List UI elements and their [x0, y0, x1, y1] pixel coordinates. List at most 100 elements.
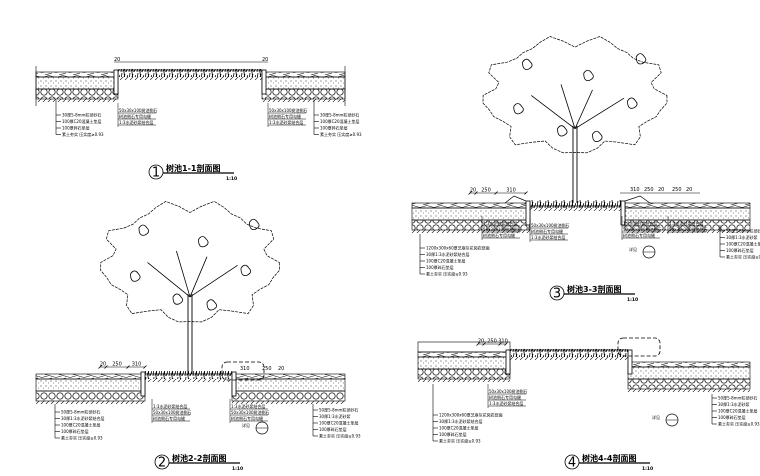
- dimension-tick: [494, 191, 498, 195]
- gravel-layer: [35, 88, 119, 100]
- component-label: 50x30x100树池侧石: [153, 409, 192, 415]
- component-label: 1:3水泥砂浆结合层: [669, 220, 703, 226]
- component-label: 树池侧石专用勾缝: [231, 415, 263, 421]
- dimension-tick: [143, 365, 147, 369]
- material-label: 100厚碎石垫层: [61, 428, 89, 434]
- grass-planting: [530, 200, 625, 208]
- material-label: 素土夯实 压实度≥0.93: [439, 438, 481, 444]
- material-label: 100厚C20混凝土垫层: [62, 118, 102, 124]
- tree-branches: [531, 84, 625, 130]
- material-label: 1200x300x60厚芝麻灰花岗岩烧面: [439, 412, 503, 418]
- component-label: 50x30x100树池侧石: [231, 409, 270, 415]
- section-scale: 1:10: [627, 297, 638, 303]
- gravel-layer: [417, 368, 511, 380]
- tree-trunk: [572, 125, 578, 203]
- tree-trunk: [187, 294, 193, 374]
- soil-hatch: [262, 99, 345, 102]
- concrete-layer: [411, 207, 531, 221]
- component-label: 1:3水泥砂浆结合层: [269, 119, 303, 125]
- paving-layer: [624, 202, 751, 209]
- leaf-cluster: [513, 103, 524, 115]
- component-label: 树池侧石专用勾缝: [153, 415, 185, 421]
- material-label: 100厚C20混凝土垫层: [426, 258, 466, 264]
- material-label: 100厚碎石垫层: [426, 264, 454, 270]
- dimension-value: 250: [644, 187, 654, 193]
- paving-layer: [35, 71, 119, 78]
- section-number-circle: [549, 285, 565, 301]
- component-label: 树池侧石专用勾缝: [531, 228, 563, 234]
- grass-planting: [510, 349, 628, 357]
- component-label: 1:3水泥砂浆结合层: [623, 220, 657, 226]
- soil-hatch: [36, 401, 145, 404]
- dimension-value: 310: [240, 366, 250, 372]
- planting-soil: [145, 379, 232, 382]
- dimension-value: 20: [262, 57, 268, 63]
- gravel-layer: [231, 390, 346, 402]
- leaf-cluster: [557, 125, 568, 137]
- dimension-tick: [498, 342, 502, 346]
- dimension-tick: [468, 191, 472, 195]
- dimension-tick: [476, 342, 480, 346]
- detail-callout-box: [617, 337, 661, 357]
- leaf-cluster: [138, 224, 149, 236]
- material-label: 30厚1:3水泥砂浆: [718, 401, 750, 407]
- section-title: 树池1-1剖面图: [166, 163, 220, 173]
- leaf-cluster: [627, 97, 638, 109]
- dimension-value: 250: [672, 187, 682, 193]
- material-label: 100厚碎石垫层: [718, 414, 746, 420]
- material-label: 100厚碎石垫层: [320, 125, 348, 131]
- paving-layer: [417, 351, 511, 358]
- dimension-value: 310: [132, 362, 142, 368]
- leaf-cluster: [249, 218, 260, 230]
- dimension-value: 20: [686, 187, 692, 193]
- material-label: 30厚1:3水泥砂浆结合层: [439, 418, 483, 424]
- component-label: 50x30x100树池侧石: [119, 107, 158, 113]
- component-label: 50x30x100树池侧石: [489, 388, 528, 394]
- dimension-value: 310: [506, 188, 516, 194]
- material-label: 50厚5-8mm粒径砂石: [61, 409, 100, 415]
- leaf-cluster: [172, 293, 183, 305]
- component-label: 50x30x100树池侧石: [669, 226, 708, 232]
- soil-hatch: [628, 389, 750, 392]
- concrete-layer: [417, 356, 511, 370]
- component-label: 1:3水泥砂浆结合层: [231, 403, 265, 409]
- material-label: 素土夯实 压实度≥0.93: [320, 131, 362, 137]
- grass-planting: [118, 69, 262, 77]
- concrete-layer: [624, 207, 751, 221]
- soil-hatch: [418, 379, 510, 382]
- material-label: 素土夯实 压实度≥0.93: [61, 435, 103, 441]
- dimension-tick: [474, 191, 478, 195]
- material-label: 100厚C20混凝土垫层: [61, 422, 101, 428]
- dimension-tick: [104, 365, 108, 369]
- planting-soil: [510, 357, 628, 360]
- soil-hatch: [36, 99, 118, 102]
- section-title: 树池2-2剖面图: [172, 453, 226, 463]
- soil-hatch: [412, 230, 530, 233]
- tree-pit-curb: [525, 200, 531, 226]
- material-label: 100厚碎石垫层: [319, 426, 347, 432]
- paving-layer: [411, 202, 531, 209]
- soil-hatch: [232, 401, 345, 404]
- concrete-layer: [35, 378, 146, 392]
- tree-crown: [100, 201, 280, 323]
- dimension-value: 250: [262, 366, 272, 372]
- leaf-cluster: [206, 299, 217, 311]
- concrete-layer: [35, 76, 119, 90]
- material-label: 30厚5-8mm粒径砂石: [320, 112, 359, 118]
- planting-soil: [118, 77, 262, 80]
- material-label: 素土夯实 压实度≥0.93: [62, 131, 104, 137]
- component-label: 1:3水泥砂浆结合层: [483, 220, 517, 226]
- tree-pit-curb: [261, 69, 267, 95]
- component-label: 树池侧石专用勾缝: [119, 113, 151, 119]
- component-label: 50x30x100树池侧石: [483, 226, 522, 232]
- dimension-value: 310: [498, 339, 508, 345]
- material-label: 100厚C20混凝土垫层: [319, 420, 359, 426]
- component-label: 50x30x100树池侧石: [269, 107, 308, 113]
- material-label: 素土夯实 压实度≥0.93: [426, 271, 468, 277]
- section-number: 1: [152, 166, 160, 181]
- leaf-cluster: [130, 270, 141, 282]
- component-label: 50x30x100树池侧石: [623, 226, 662, 232]
